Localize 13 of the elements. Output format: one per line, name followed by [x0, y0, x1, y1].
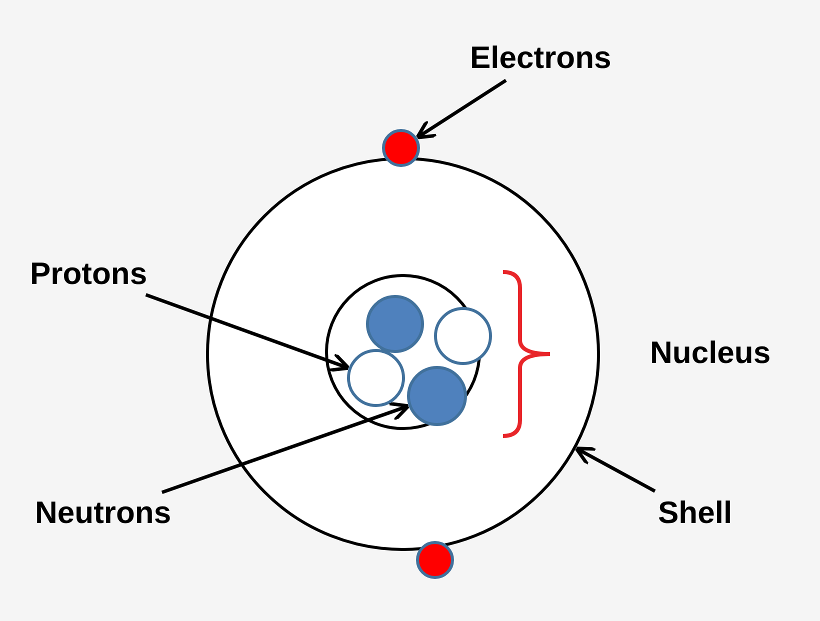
proton-circle — [347, 349, 405, 407]
neutron-circle — [407, 366, 467, 426]
leader-arrow — [574, 446, 656, 493]
leader-arrow — [145, 293, 350, 372]
electron-circle — [416, 541, 454, 579]
callout-label: Protons — [30, 256, 148, 292]
callout-label: Shell — [658, 495, 732, 531]
callout-label: Electrons — [470, 40, 612, 76]
leader-arrow — [161, 402, 410, 494]
callout-label: Neutrons — [35, 495, 172, 531]
part-label: Nucleus — [650, 335, 771, 371]
electron-circle — [382, 129, 420, 167]
leader-arrow — [415, 78, 507, 140]
